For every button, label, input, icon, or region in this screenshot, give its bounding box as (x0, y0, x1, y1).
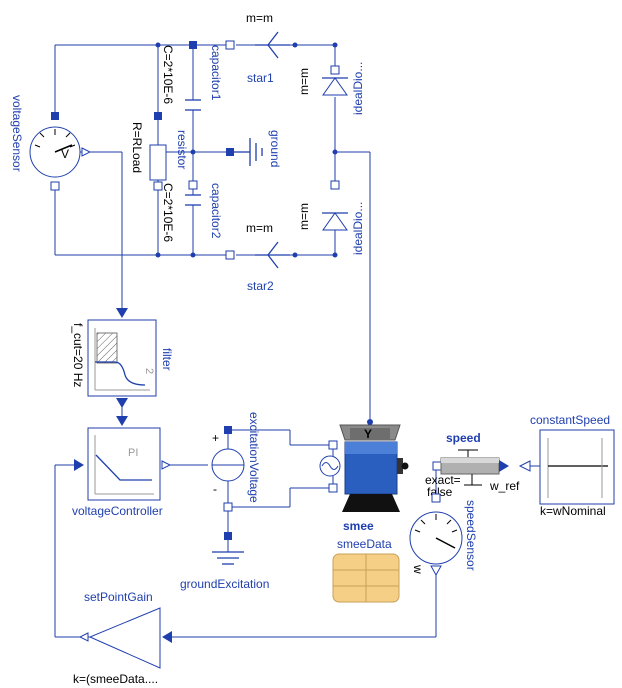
voltage-sensor-v: V (61, 147, 69, 161)
capacitor1-param: C=2*10E-6 (161, 45, 175, 104)
voltage-sensor-component[interactable]: V voltageSensor (10, 95, 92, 191)
ground-excitation-label: groundExcitation (180, 577, 269, 591)
speed-exact: exact= (425, 473, 461, 487)
filter-component[interactable]: 2 filter f_cut=20 Hz (71, 308, 174, 408)
star2-param: m=m (246, 221, 273, 235)
ground-label: ground (268, 130, 282, 167)
diode1-param: m=m (297, 68, 311, 95)
resistor-component[interactable]: resistor R=RLoad (130, 112, 189, 191)
capacitor1-component[interactable]: capacitor1 C=2*10E-6 (161, 41, 223, 111)
star2-component[interactable]: m=m star2 (225, 221, 290, 293)
star1-param: m=m (246, 11, 273, 25)
capacitor2-param: C=2*10E-6 (161, 183, 175, 242)
resistor-param: R=RLoad (130, 122, 144, 173)
excitation-voltage-component[interactable]: + - excitationVoltage (211, 412, 261, 512)
capacitor1-label: capacitor1 (209, 45, 223, 101)
speed-sensor-w: w (411, 564, 425, 574)
star1-component[interactable]: m=m star1 (225, 11, 290, 85)
speed-sensor-component[interactable]: speedSensor w (409, 493, 478, 577)
speed-component[interactable]: speed exact= false w_ref (425, 431, 520, 499)
constant-speed-component[interactable]: constantSpeed k=wNominal (518, 413, 615, 518)
ideal-diode2-component[interactable]: m=m idealDio... (297, 180, 365, 255)
filter-order: 2 (143, 368, 155, 374)
connection-dots (155, 42, 338, 510)
speed-label: speed (446, 431, 481, 445)
diode2-label: idealDio... (351, 202, 365, 255)
excitation-minus: - (213, 482, 217, 496)
constant-speed-label: constantSpeed (530, 413, 610, 427)
excitation-voltage-label: excitationVoltage (247, 412, 261, 503)
smee-data-record[interactable]: smeeData (332, 537, 400, 603)
star1-label: star1 (247, 71, 274, 85)
speed-w-ref: w_ref (489, 479, 520, 493)
ground-component[interactable]: ground (226, 130, 282, 167)
speed-sensor-label: speedSensor (464, 500, 478, 571)
voltage-sensor-label: voltageSensor (10, 95, 24, 172)
voltage-controller-label: voltageController (72, 504, 163, 518)
smee-data-label: smeeData (337, 537, 392, 551)
capacitor2-label: capacitor2 (209, 183, 223, 239)
ground-excitation-component[interactable]: groundExcitation (180, 532, 269, 591)
voltage-controller-component[interactable]: PI voltageController (72, 416, 172, 518)
star2-label: star2 (247, 279, 274, 293)
diode1-label: idealDio... (351, 62, 365, 115)
set-point-gain-component[interactable]: setPointGain k=(smeeData.... (73, 590, 172, 686)
filter-label: filter (160, 348, 174, 371)
ideal-diode1-component[interactable]: m=m idealDio... (297, 62, 365, 115)
capacitor2-component[interactable]: capacitor2 C=2*10E-6 (161, 180, 223, 242)
set-point-gain-label: setPointGain (84, 590, 153, 604)
smee-machine-component[interactable]: Y smee (319, 419, 409, 533)
pi-text: PI (128, 447, 138, 459)
set-point-gain-param: k=(smeeData.... (73, 672, 158, 686)
constant-speed-param: k=wNominal (540, 504, 606, 518)
smee-label: smee (343, 519, 374, 533)
resistor-label: resistor (175, 130, 189, 169)
filter-param: f_cut=20 Hz (71, 323, 85, 387)
smee-y: Y (364, 427, 372, 441)
diode2-param: m=m (297, 203, 311, 230)
excitation-plus: + (212, 431, 219, 445)
